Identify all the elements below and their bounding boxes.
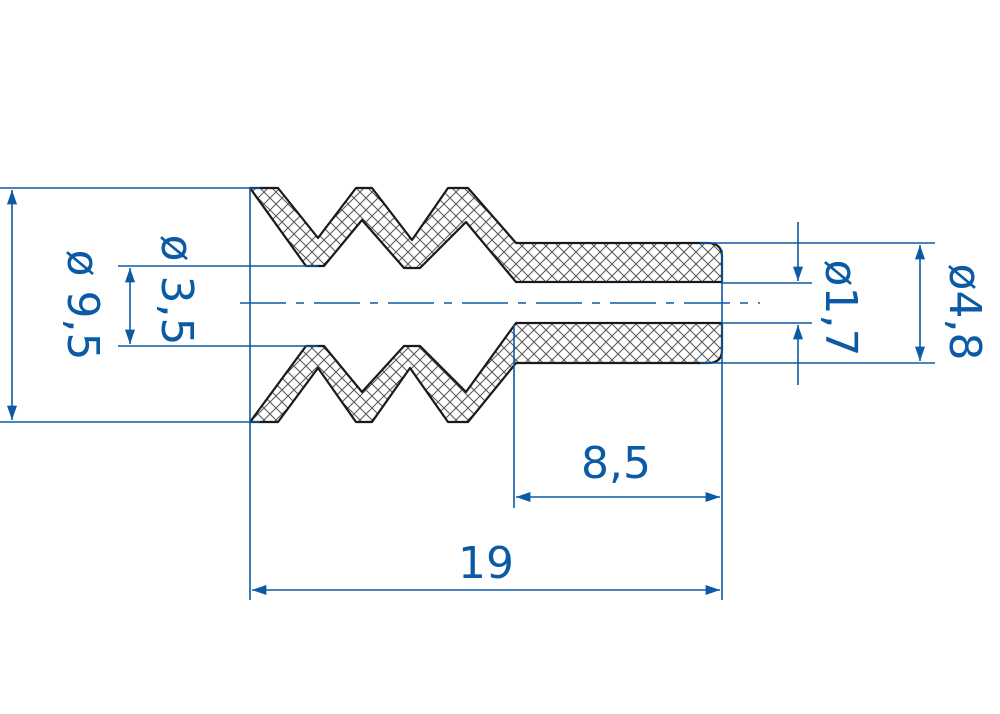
label-tip-outer-diameter: ø4,8 — [939, 264, 990, 361]
label-total-length: 19 — [458, 538, 514, 589]
label-tip-length: 8,5 — [581, 438, 651, 489]
upper-bellows-wall — [248, 186, 724, 284]
label-outer-diameter: ø 9,5 — [57, 250, 108, 361]
label-inner-diameter: ø 3,5 — [151, 235, 202, 346]
lower-bellows-wall — [248, 321, 724, 424]
label-tip-inner-diameter: ø1,7 — [815, 260, 866, 357]
